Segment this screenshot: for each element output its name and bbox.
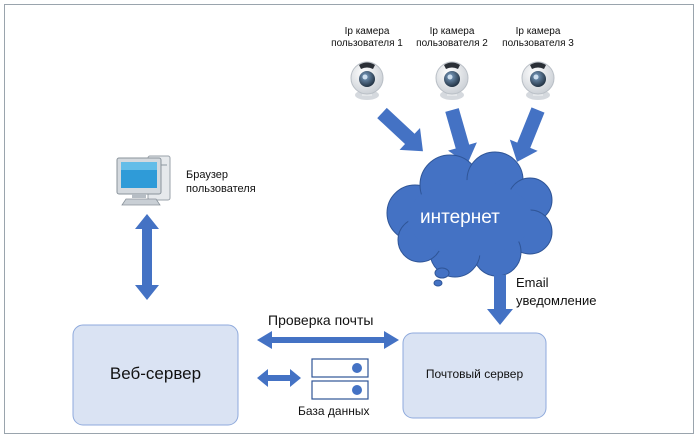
camera-2-label: Ip камера пользователя 2 [416, 26, 488, 49]
camera-3-icon [521, 61, 555, 100]
database-label: База данных [298, 404, 370, 418]
arrow-internet-to-mail-server [487, 275, 513, 325]
arrow-camera-3-to-internet [509, 107, 545, 162]
email-notice-label: Email уведомление [516, 275, 597, 308]
camera-1-icon [350, 61, 384, 100]
browser-label: Браузер пользователя [186, 169, 256, 195]
arrow-mail-check [257, 331, 399, 349]
diagram-frame [4, 4, 694, 434]
internet-label: интернет [420, 207, 500, 228]
mail-server-label: Почтовый сервер [425, 367, 524, 381]
camera-1-label: Ip камера пользователя 1 [331, 26, 403, 49]
camera-3-label: Ip камера пользователя 3 [502, 26, 574, 49]
database-icon [311, 358, 369, 400]
arrow-web-server-database [257, 369, 301, 387]
arrow-camera-2-to-internet [445, 108, 477, 164]
camera-2-icon [435, 61, 469, 100]
web-server-box [72, 324, 239, 426]
arrow-camera-1-to-internet [377, 107, 423, 152]
mail-server-box [402, 332, 547, 419]
mail-check-label: Проверка почты [268, 312, 374, 328]
computer-icon [116, 155, 171, 206]
internet-cloud [386, 151, 553, 287]
web-server-label: Веб-сервер [109, 364, 202, 383]
arrow-browser-web-server [135, 214, 159, 300]
